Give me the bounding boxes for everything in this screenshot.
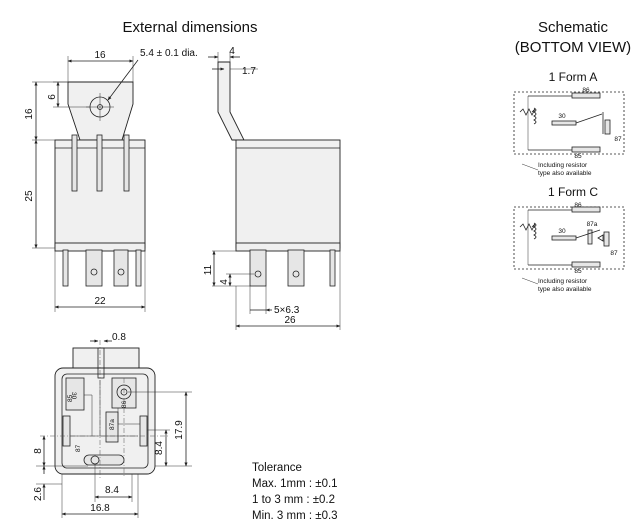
schematic-form-a: 1 Form A 86 85 30 87 Including resistor … bbox=[513, 70, 625, 177]
form-c-note-2: type also available bbox=[538, 286, 592, 293]
dim-pin-length: 11 bbox=[203, 264, 214, 275]
form-c-pin-85: 85 bbox=[574, 268, 582, 275]
bottom-view: 30 85 86 87 87a bbox=[40, 340, 170, 478]
dim-tab-thickness: 4 bbox=[229, 46, 235, 57]
form-c-pin-87a: 87a bbox=[587, 221, 598, 228]
form-a-note-2: type also available bbox=[538, 170, 592, 177]
dim-bottom-168: 16.8 bbox=[90, 503, 110, 514]
schematic-heading: Schematic bbox=[538, 19, 609, 36]
bottom-dimensions: 0.8 17.9 8.4 8 2.6 8.4 16.8 bbox=[33, 332, 192, 518]
form-a-title: 1 Form A bbox=[549, 70, 598, 84]
dim-hole-dia: 5.4 ± 0.1 dia. bbox=[140, 48, 198, 59]
dim-bottom-179: 17.9 bbox=[174, 420, 185, 440]
front-view bbox=[54, 81, 146, 287]
tolerance-row-1: Max. 1mm : ±0.1 bbox=[252, 478, 338, 490]
dim-bottom-26: 2.6 bbox=[33, 487, 44, 501]
form-c-note-1: Including resistor bbox=[538, 278, 588, 285]
dim-body-height: 25 bbox=[24, 190, 35, 202]
pin-label-87a: 87a bbox=[109, 419, 116, 430]
dim-hole-center: 6 bbox=[47, 94, 58, 100]
tolerance-table: Tolerance Max. 1mm : ±0.1 1 to 3 mm : ±0… bbox=[252, 462, 338, 522]
pin-label-87: 87 bbox=[75, 444, 82, 452]
side-dimensions: 4 1.7 11 4 5×6.3 26 bbox=[203, 46, 341, 330]
pin-label-86: 86 bbox=[121, 400, 128, 408]
dim-pin-size: 5×6.3 bbox=[274, 305, 300, 316]
dim-bottom-84-h: 8.4 bbox=[105, 485, 119, 496]
dim-body-width: 22 bbox=[94, 296, 106, 307]
pin-label-30: 30 bbox=[70, 392, 77, 400]
tolerance-row-2: 1 to 3 mm : ±0.2 bbox=[252, 494, 335, 506]
bottom-view-heading: (BOTTOM VIEW) bbox=[515, 39, 631, 56]
tolerance-row-3: Min. 3 mm : ±0.3 bbox=[252, 510, 338, 522]
dim-pin-4: 4 bbox=[219, 279, 230, 285]
dim-bottom-8: 8 bbox=[33, 448, 44, 454]
form-c-pin-87: 87 bbox=[610, 250, 618, 257]
tolerance-title: Tolerance bbox=[252, 462, 302, 474]
form-a-pin-85: 85 bbox=[574, 153, 582, 160]
form-c-title: 1 Form C bbox=[548, 185, 598, 199]
schematic-form-c: 1 Form C 86 85 30 87a 87 Including resis… bbox=[513, 185, 625, 293]
dim-side-width: 26 bbox=[284, 315, 296, 326]
pin-label-85: 85 bbox=[67, 394, 74, 402]
dim-bottom-08: 0.8 bbox=[112, 332, 126, 343]
side-view bbox=[217, 61, 341, 287]
front-dimensions: 16 5.4 ± 0.1 dia. 16 25 6 22 bbox=[24, 48, 198, 312]
form-a-note-1: Including resistor bbox=[538, 162, 588, 169]
form-c-pin-86: 86 bbox=[574, 202, 582, 209]
dim-tab-offset: 1.7 bbox=[242, 66, 256, 77]
form-a-pin-87: 87 bbox=[614, 136, 622, 143]
form-a-pin-30: 30 bbox=[558, 113, 566, 120]
dim-tab-height: 16 bbox=[24, 108, 35, 120]
dim-bottom-84-v: 8.4 bbox=[154, 441, 165, 455]
external-dimensions-heading: External dimensions bbox=[122, 19, 257, 36]
form-a-pin-86: 86 bbox=[582, 87, 590, 94]
dim-top-width: 16 bbox=[94, 50, 106, 61]
form-c-pin-30: 30 bbox=[558, 228, 566, 235]
